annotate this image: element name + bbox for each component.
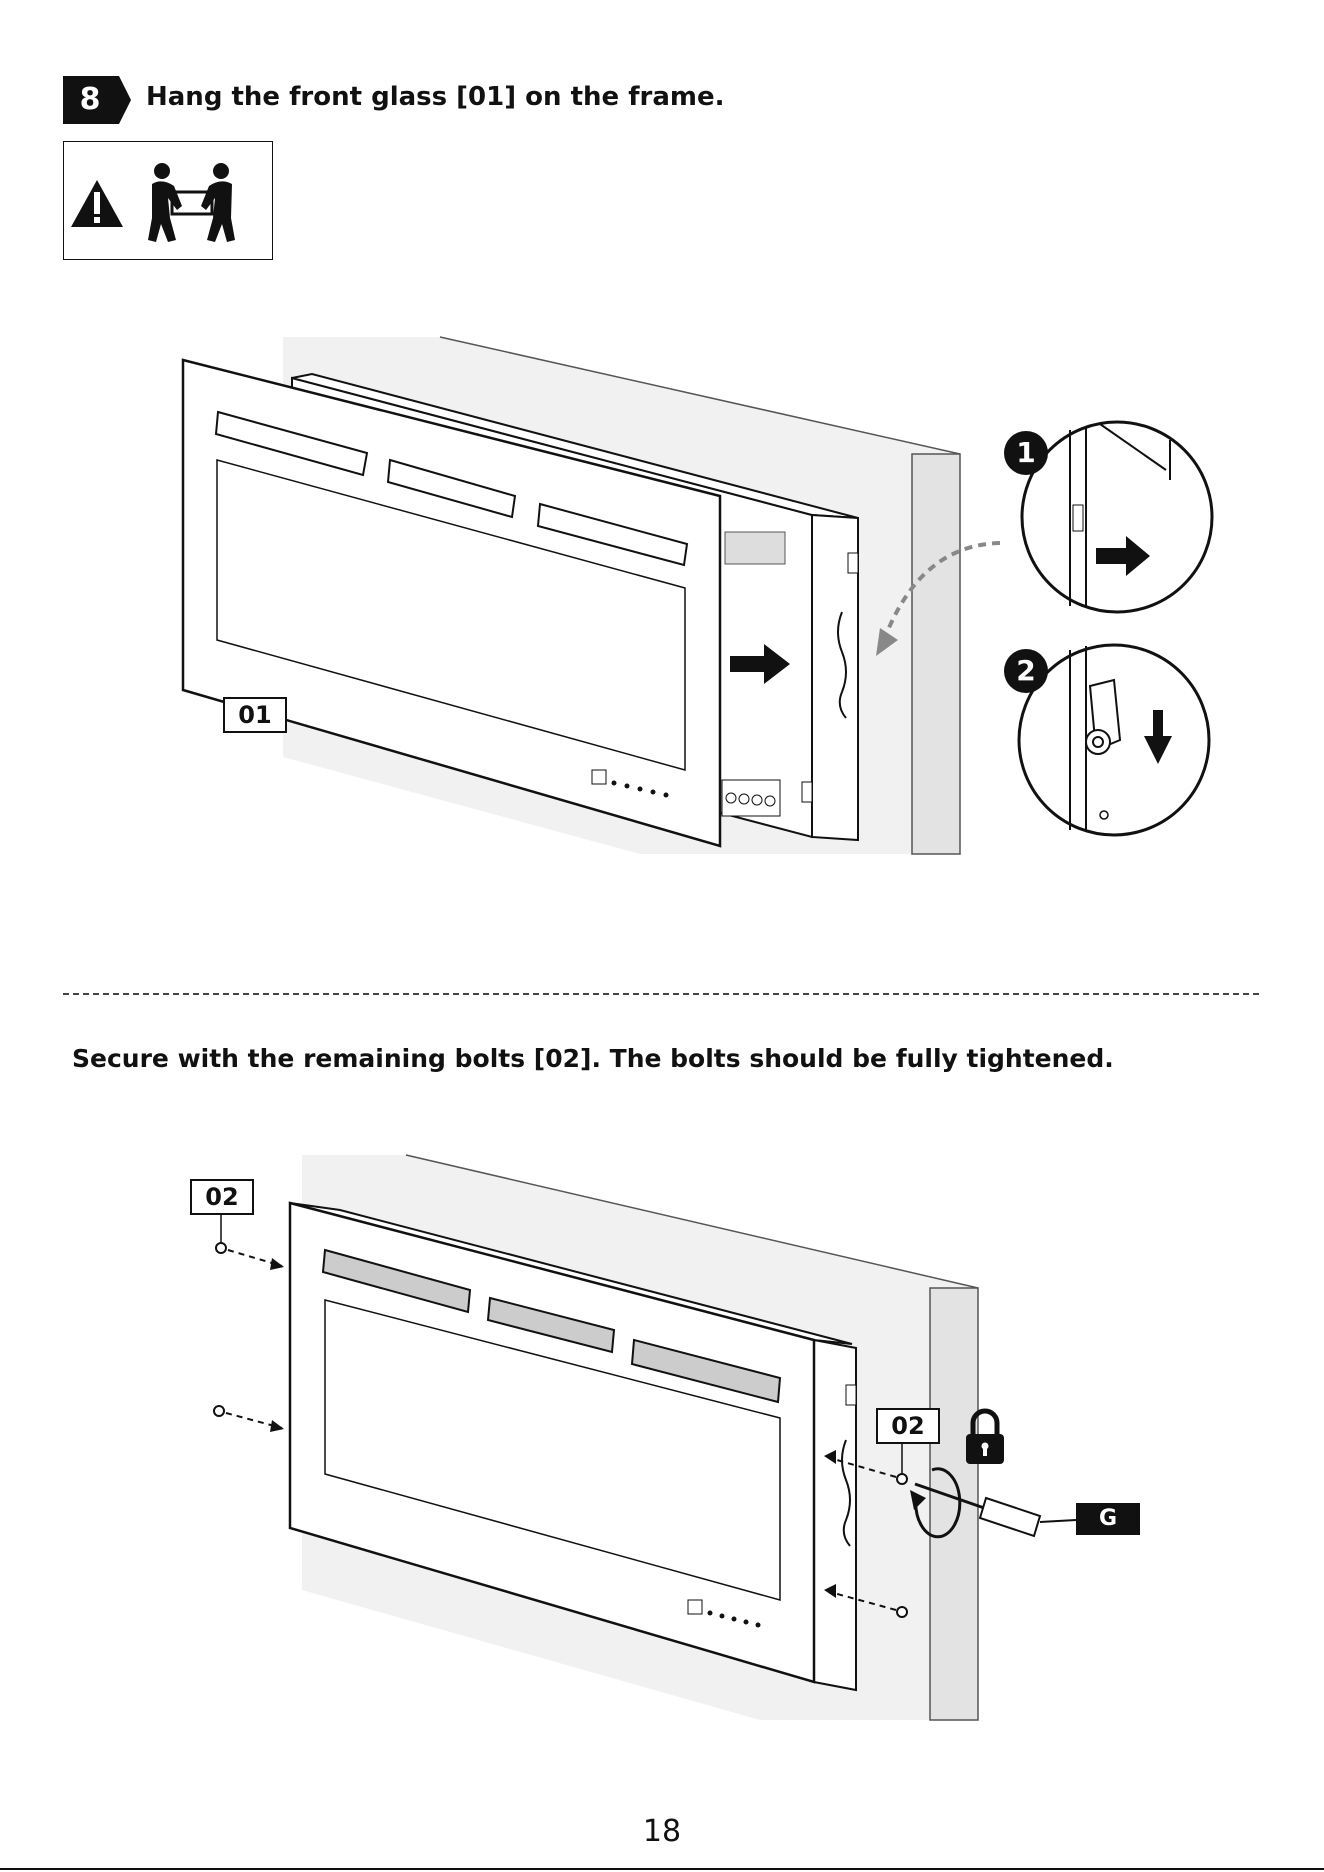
bottom-rule: [0, 1868, 1324, 1870]
padlock-icon: [966, 1411, 1004, 1464]
figure-2: [214, 1155, 1076, 1720]
part-label-02-left: 02: [190, 1179, 254, 1215]
callout-1: 1: [1004, 431, 1048, 475]
step-instruction: Secure with the remaining bolts [02]. Th…: [72, 1044, 1114, 1073]
part-label-01: 01: [223, 697, 287, 733]
figure-1: [183, 337, 1212, 854]
section-divider: [63, 993, 1259, 995]
part-label-02-right: 02: [876, 1408, 940, 1444]
page-number: 18: [0, 1814, 1324, 1849]
callout-2: 2: [1004, 649, 1048, 693]
tool-label-g: G: [1076, 1503, 1140, 1535]
